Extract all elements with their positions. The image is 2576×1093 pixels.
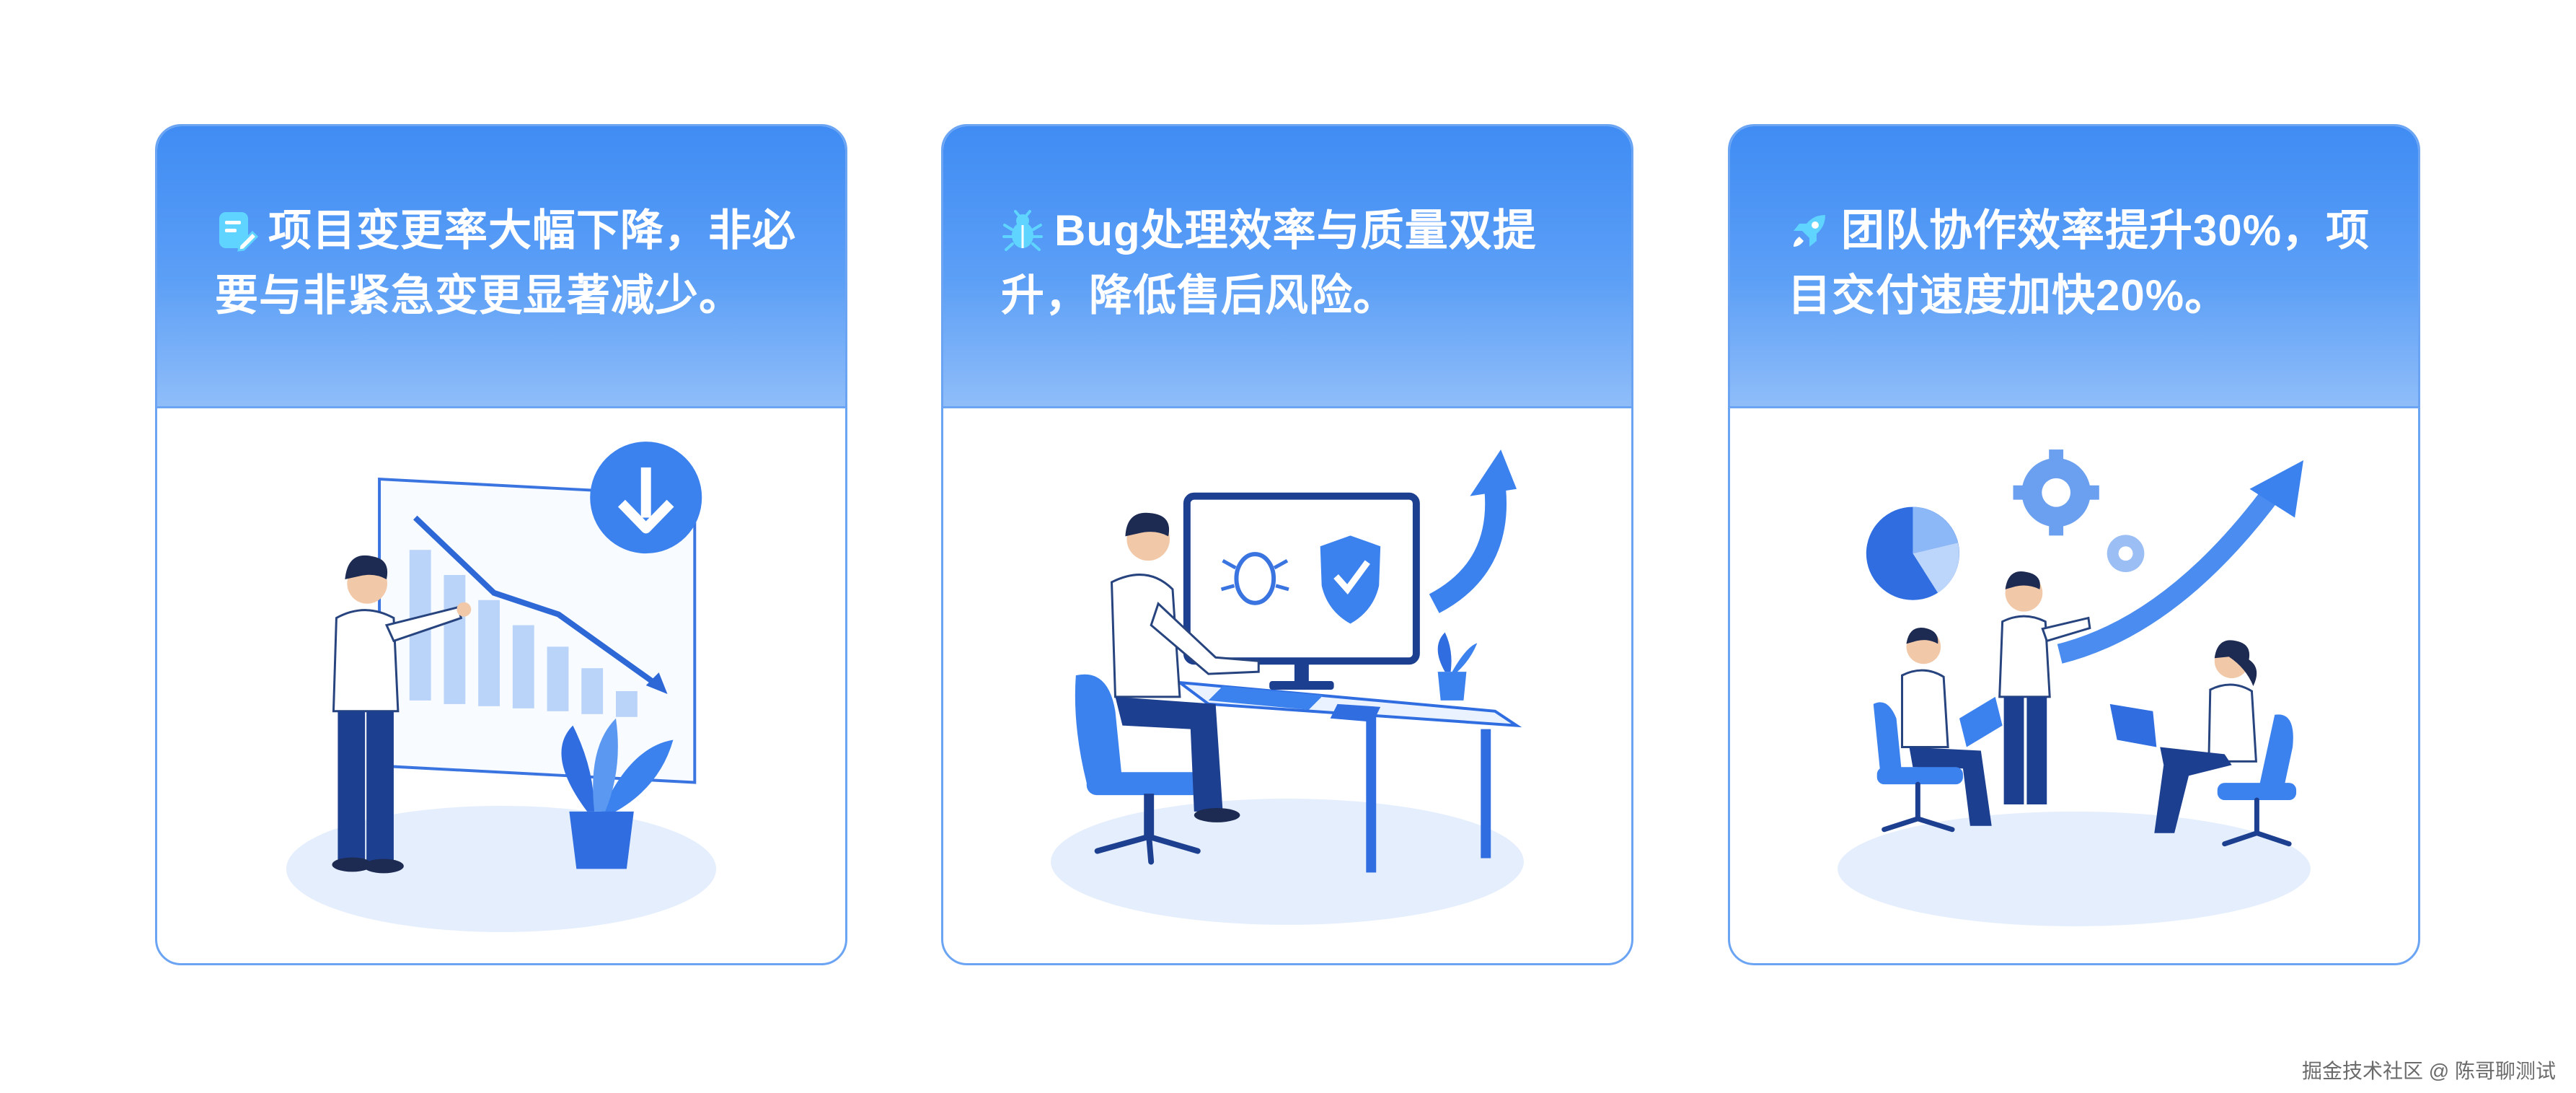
team-collaboration-growth-illustration	[1730, 408, 2418, 963]
presenter-declining-chart-illustration	[157, 408, 845, 963]
card-text: 项目变更率大幅下降，非必要与非紧急变更显著减少。	[215, 206, 796, 320]
watermark: 掘金技术社区 @ 陈哥聊测试	[2302, 1060, 2556, 1082]
card-text-wrap: 团队协作效率提升30%，项目交付速度加快20%。	[1788, 198, 2379, 328]
card-text-wrap: 项目变更率大幅下降，非必要与非紧急变更显著减少。	[215, 198, 806, 328]
card-text: 团队协作效率提升30%，项目交付速度加快20%。	[1788, 206, 2370, 320]
card-text-wrap: Bug处理效率与质量双提升，降低售后风险。	[1001, 198, 1592, 328]
card-change-rate: 项目变更率大幅下降，非必要与非紧急变更显著减少。	[155, 124, 847, 965]
card-header: Bug处理效率与质量双提升，降低售后风险。	[943, 126, 1631, 408]
card-header: 项目变更率大幅下降，非必要与非紧急变更显著减少。	[157, 126, 845, 408]
card-text: Bug处理效率与质量双提升，降低售后风险。	[1001, 206, 1537, 320]
rocket-icon	[1794, 215, 1825, 247]
card-header: 团队协作效率提升30%，项目交付速度加快20%。	[1730, 126, 2418, 408]
card-team-collaboration: 团队协作效率提升30%，项目交付速度加快20%。	[1728, 124, 2420, 965]
card-bug-efficiency: Bug处理效率与质量双提升，降低售后风险。	[941, 124, 1633, 965]
document-edit-icon	[219, 212, 258, 252]
developer-desk-bug-shield-illustration	[943, 408, 1631, 963]
bug-icon	[1002, 210, 1043, 251]
